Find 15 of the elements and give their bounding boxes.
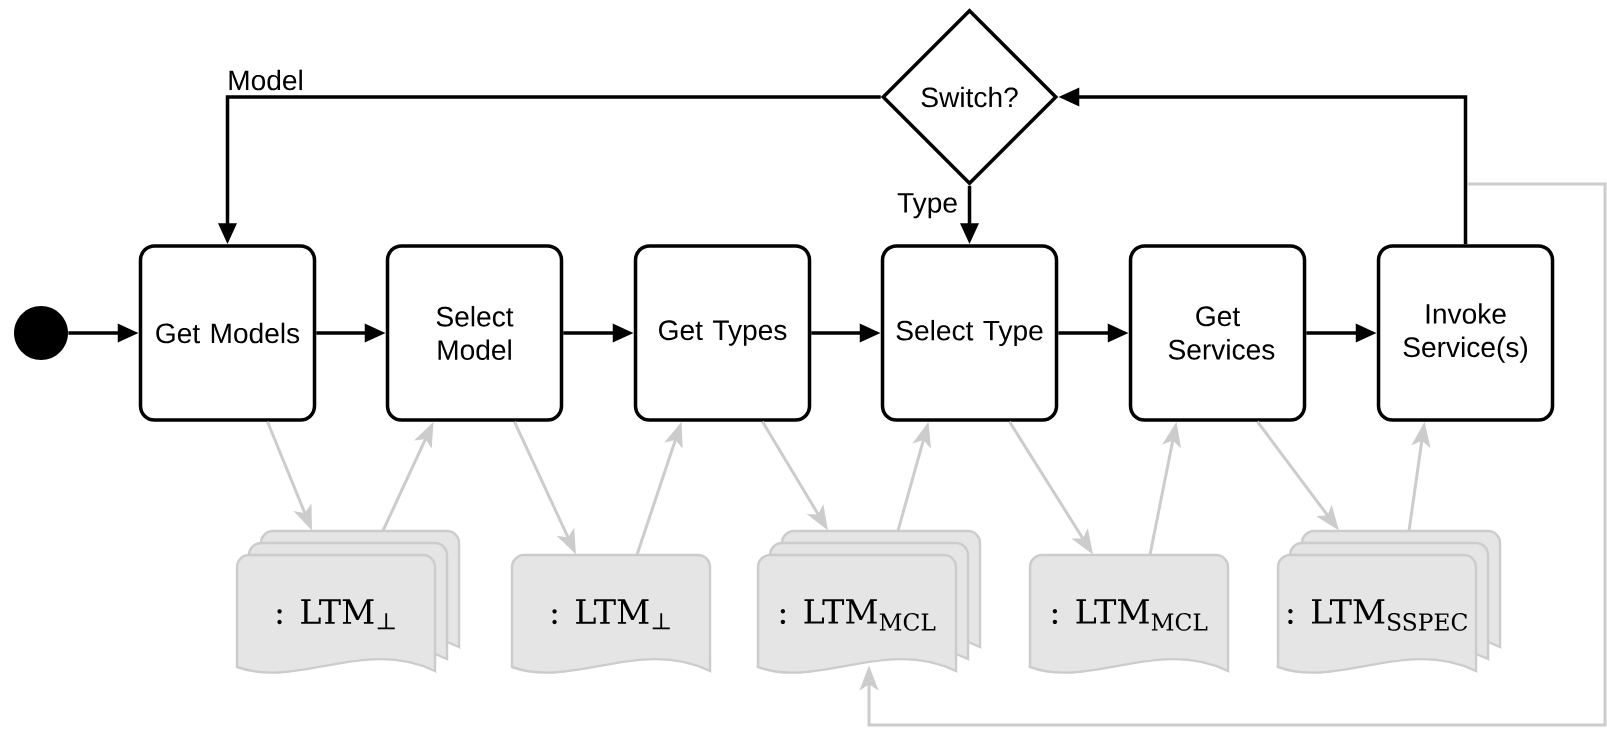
document: : LTM$_{MCL}$ <box>1028 553 1230 674</box>
process-box: Select Model <box>385 244 564 422</box>
start-dot <box>14 306 68 360</box>
process-box: Get Types <box>633 244 812 422</box>
process-box: Get Services <box>1128 244 1307 422</box>
document-stack: : LTM$_{MCL}$ <box>756 529 982 674</box>
arrow <box>859 182 1607 727</box>
document: : LTM$_{⊥}$ <box>510 553 712 674</box>
process-box: Get Models <box>138 244 317 422</box>
process-box: Select Type <box>880 244 1059 422</box>
process-box: Invoke Service(s) <box>1376 244 1555 422</box>
edge-label: Model <box>225 67 306 93</box>
document-stack: : LTM$_{⊥}$ <box>235 529 461 674</box>
edge-label: Type <box>895 191 960 221</box>
document-stack: : LTM$_{SSPEC}$ <box>1276 529 1502 674</box>
